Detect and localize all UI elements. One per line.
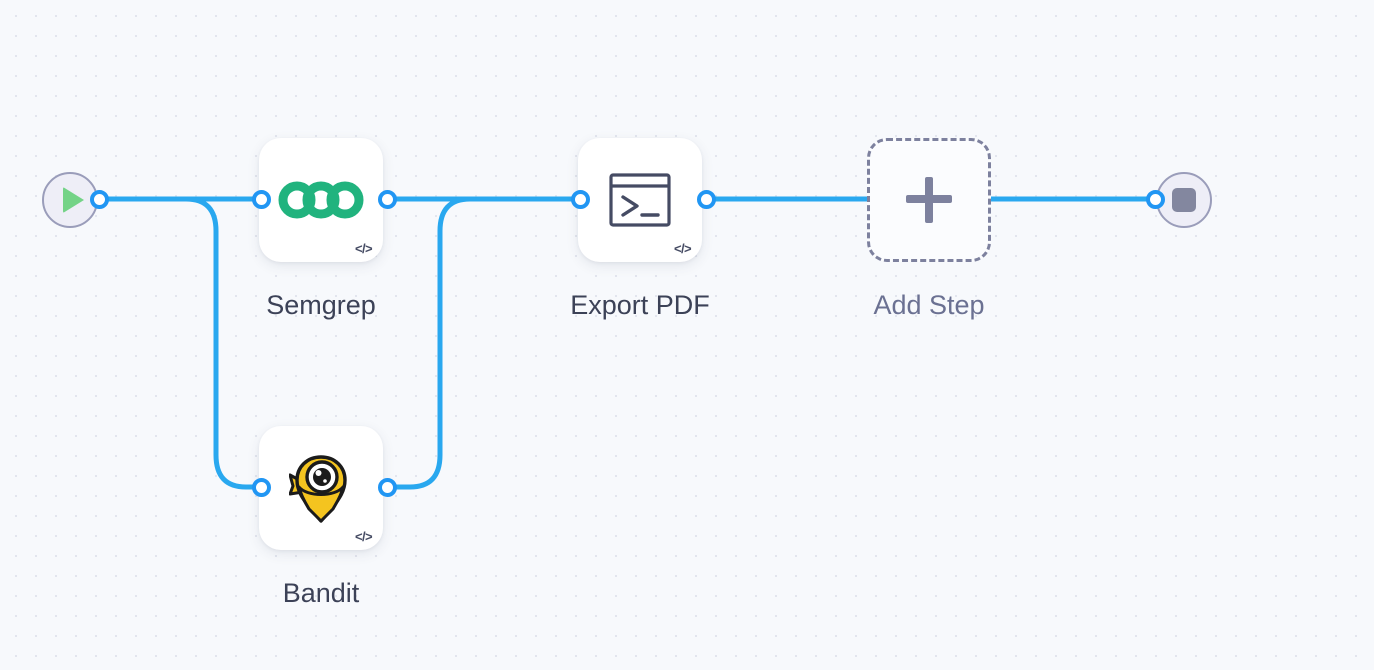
bandit-logo-icon <box>259 426 383 550</box>
node-card[interactable] <box>578 138 702 262</box>
export-pdf-input-port[interactable] <box>571 190 590 209</box>
semgrep-input-port[interactable] <box>252 190 271 209</box>
code-badge-icon: </> <box>355 529 373 544</box>
end-node[interactable] <box>1156 172 1212 228</box>
play-icon <box>62 187 84 213</box>
node-bandit[interactable]: </> Bandit <box>259 426 383 608</box>
start-output-port[interactable] <box>90 190 109 209</box>
node-label-add-step: Add Step <box>873 290 985 320</box>
start-node[interactable] <box>42 172 98 228</box>
node-semgrep[interactable]: </> Semgrep <box>259 138 383 320</box>
node-label-semgrep: Semgrep <box>266 290 376 320</box>
bandit-output-port[interactable] <box>378 478 397 497</box>
export-pdf-output-port[interactable] <box>697 190 716 209</box>
node-label-export-pdf: Export PDF <box>570 290 710 320</box>
node-label-bandit: Bandit <box>282 578 360 608</box>
code-badge-icon: </> <box>355 241 373 256</box>
terminal-icon <box>578 138 702 262</box>
semgrep-output-port[interactable] <box>378 190 397 209</box>
bandit-input-port[interactable] <box>252 478 271 497</box>
semgrep-logo-icon <box>259 138 383 262</box>
node-add-step[interactable]: Add Step <box>867 138 991 320</box>
stop-icon <box>1172 188 1196 212</box>
edge-bandit-to-export <box>381 196 579 490</box>
node-export-pdf[interactable]: </> Export PDF <box>570 138 710 320</box>
code-badge-icon: </> <box>674 241 692 256</box>
end-input-port[interactable] <box>1146 190 1165 209</box>
edge-start-to-bandit <box>94 196 259 490</box>
plus-icon <box>867 138 991 262</box>
